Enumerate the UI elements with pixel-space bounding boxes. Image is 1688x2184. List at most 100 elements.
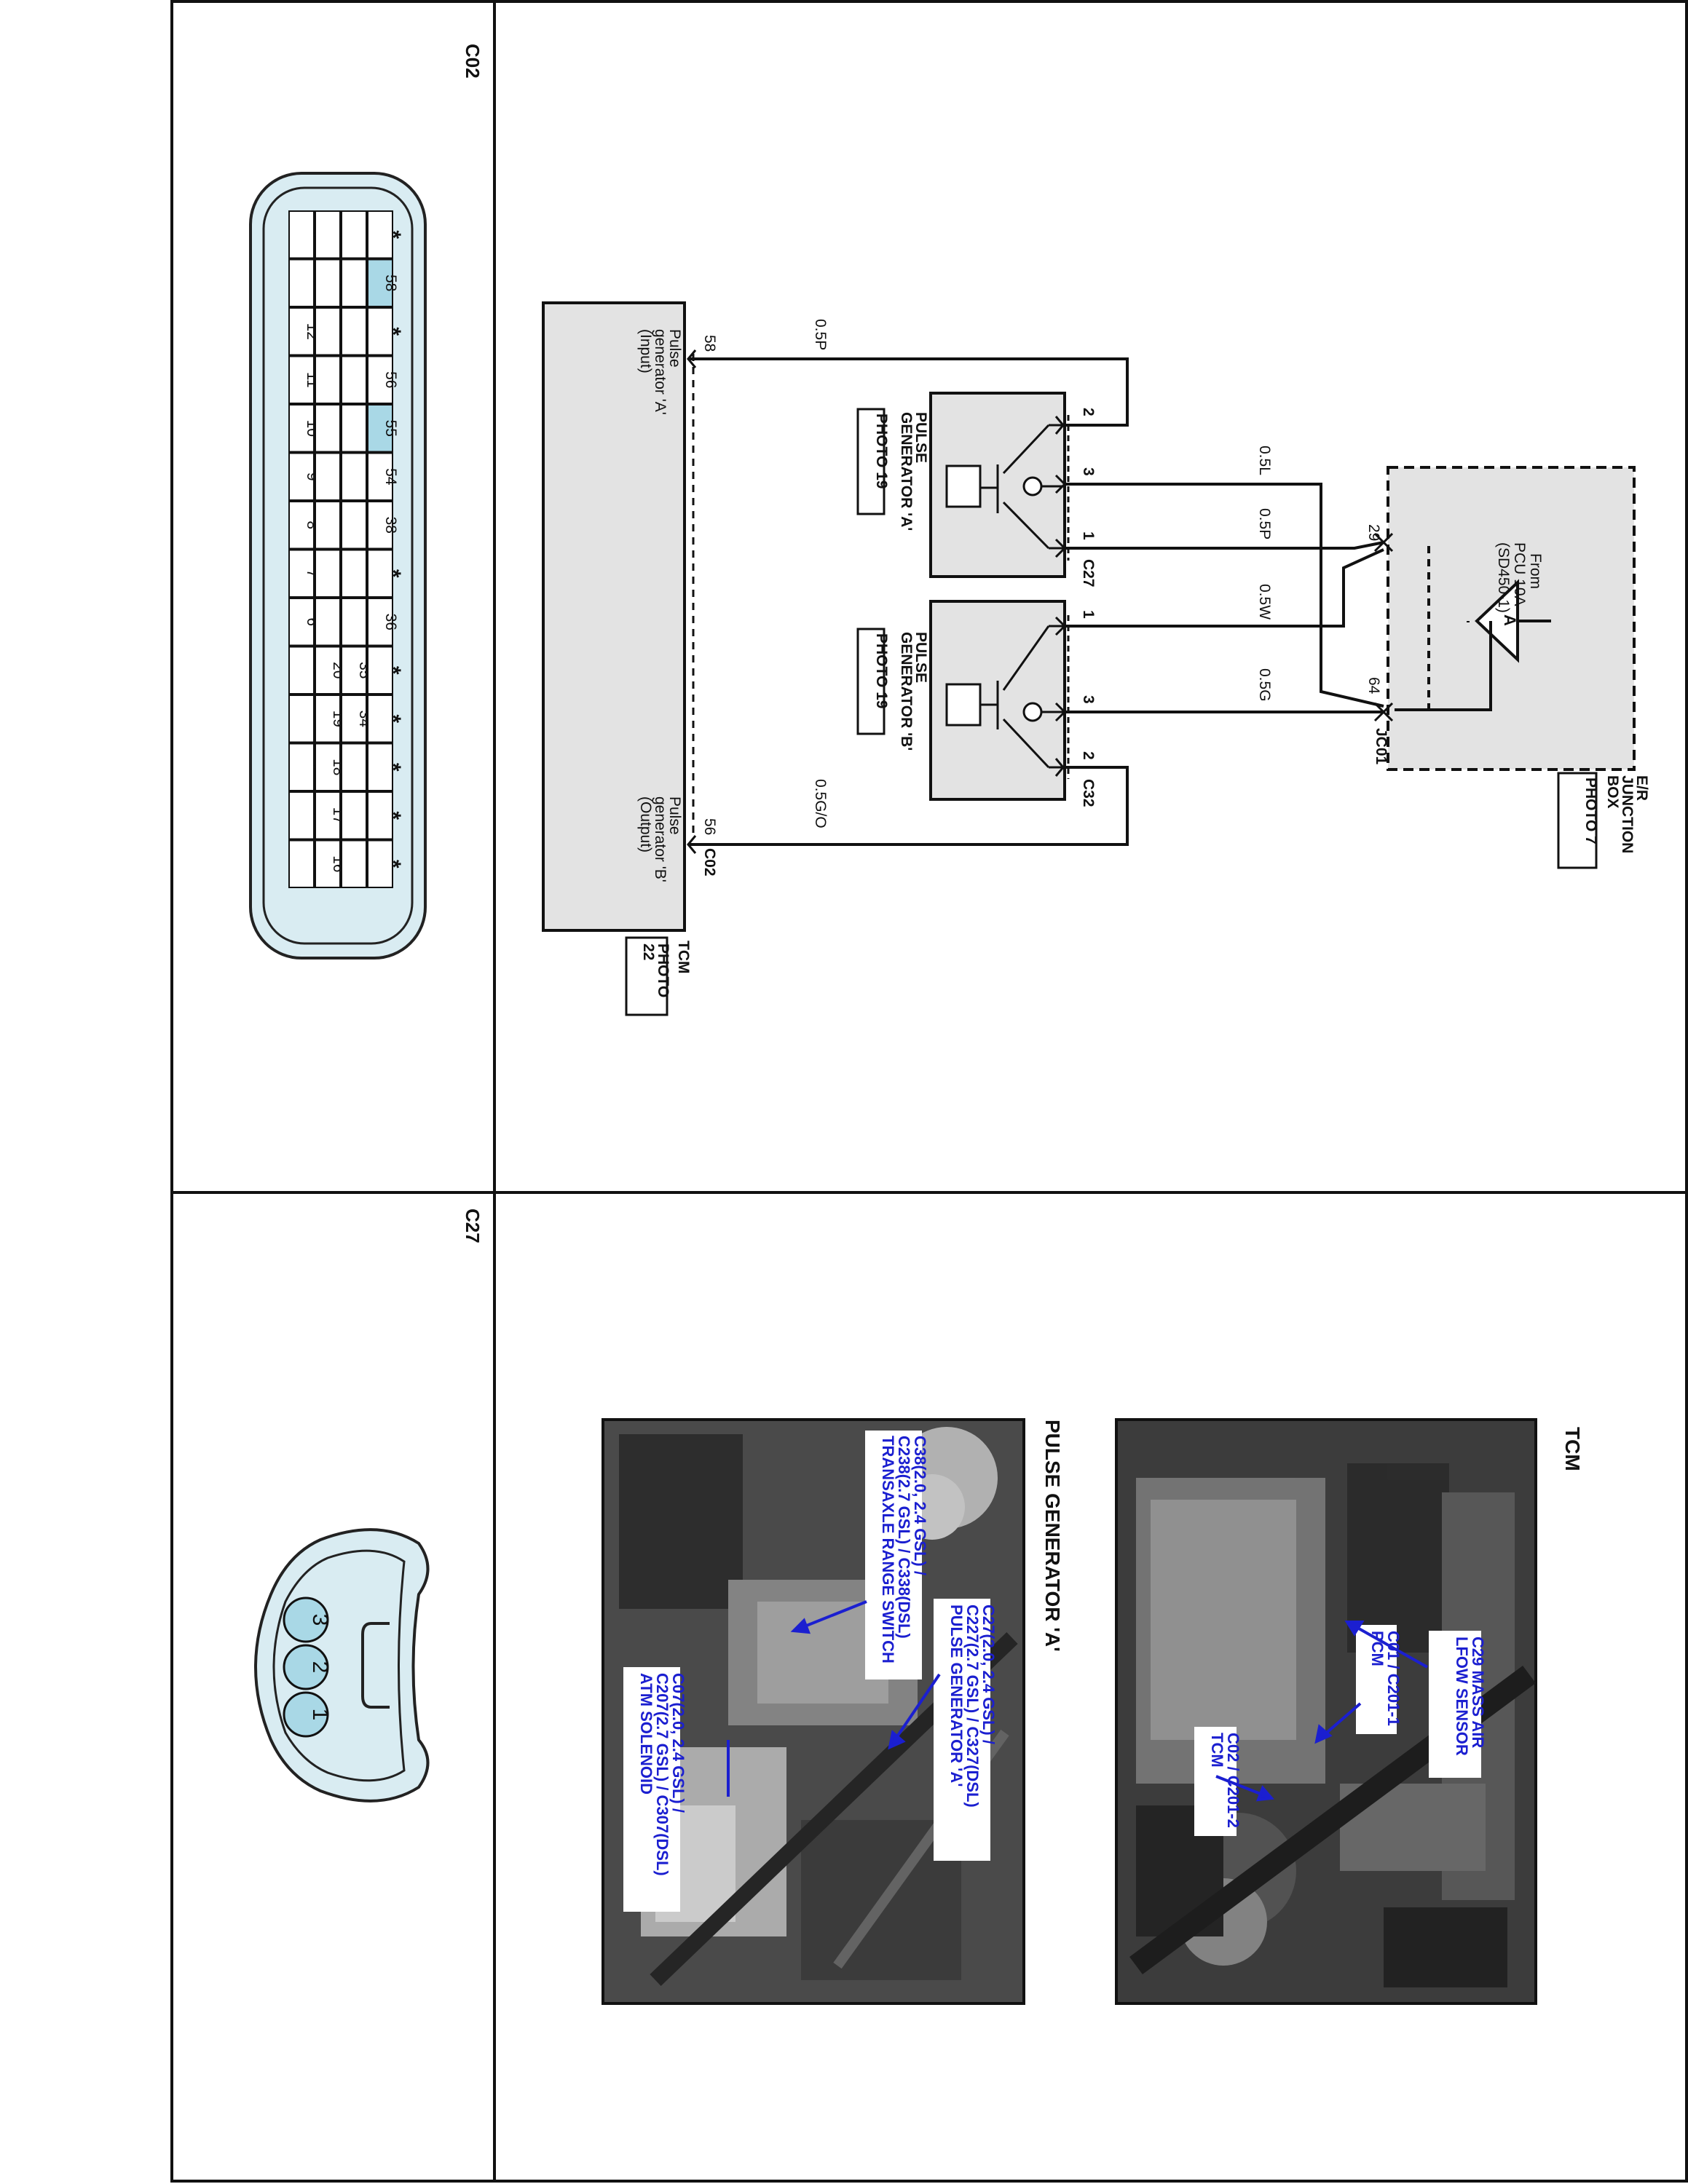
c02-pin-cell — [341, 355, 367, 404]
pgb-pin-1: 1 — [1080, 610, 1097, 619]
wire-tcm58-pga2 — [688, 357, 1129, 427]
c02-pin-cell — [315, 355, 341, 404]
jb-title-3: BOX — [1604, 775, 1621, 809]
c27-connector-shell — [254, 1528, 430, 1803]
c02-pin-cell — [315, 791, 341, 840]
c27-pin-row: 123 — [283, 1597, 332, 1738]
c02-pin-label: 38 — [382, 517, 399, 534]
c02-pin-label: * — [381, 569, 405, 578]
c02-pin-cell — [341, 598, 367, 646]
c02-pin-cell — [288, 646, 315, 695]
c02-pin-cell — [288, 210, 315, 259]
c02-pin-cell — [367, 598, 393, 646]
pga-pin-2: 2 — [1080, 408, 1097, 416]
c02-pin-label: * — [381, 860, 405, 869]
c02-pin-cell — [315, 839, 341, 888]
tcm-label-b-1: Pulse — [666, 796, 683, 835]
pulse-generator-a-transistor — [945, 424, 1065, 550]
c02-pin-cell — [367, 743, 393, 791]
tcm-connector: C02 — [701, 848, 718, 877]
pgb-pin-3: 3 — [1080, 695, 1097, 704]
c02-pin-cell — [315, 210, 341, 259]
wire-label-1: 0.5P — [812, 319, 829, 350]
c02-pin-cell — [367, 839, 393, 888]
c02-pin-label: * — [381, 811, 405, 820]
schematic-labels: E/R JUNCTION BOX PHOTO 7 From PCU 10A (S… — [625, 319, 1650, 1016]
c02-pin-cell — [367, 258, 393, 307]
jb-from-3: (SD450-1) — [1495, 542, 1512, 613]
tcm-photo-1: PHOTO — [655, 943, 671, 997]
wire-label-3: 0.5L — [1256, 446, 1273, 475]
c02-pin-cell — [315, 695, 341, 743]
pga-name-2: GENERATOR 'A' — [898, 412, 915, 531]
pgb-connector: C32 — [1080, 779, 1097, 807]
pulse-generator-photo-panel: PULSE GENERATOR 'A' C27(2.0, 2.4 GSL) / … — [602, 1418, 1064, 2005]
c02-pin-cell — [288, 791, 315, 840]
tcm-pin-56: 56 — [701, 818, 718, 835]
jb-fuse-letter: A — [1501, 614, 1519, 626]
c02-pin-cell — [288, 404, 315, 453]
c02-pin-label: * — [381, 714, 405, 723]
jb-title-1: E/R — [1633, 775, 1650, 801]
c02-pin-cell — [341, 404, 367, 453]
pga-photo: PHOTO 19 — [873, 414, 890, 488]
c27-pin-circle — [283, 1691, 329, 1738]
c02-panel-label: C02 — [462, 44, 484, 79]
c02-pin-label: * — [381, 230, 405, 239]
c02-pin-cell — [288, 452, 315, 501]
c02-pin-cell — [341, 791, 367, 840]
wire-pgb1-jc29 — [1065, 548, 1384, 628]
jb-title-2: JUNCTION — [1619, 775, 1636, 853]
c02-pin-cell — [367, 549, 393, 598]
c02-pin-cell — [288, 258, 315, 307]
c02-pin-cell — [341, 258, 367, 307]
pg-callout-3b: C207(2.7 GSL) / C307(DSL) — [653, 1673, 671, 1876]
wire-pgb2-tcm56 — [688, 766, 1129, 846]
c02-pin-label: 56 — [382, 371, 399, 388]
wire-pga3-jc64 — [1065, 483, 1384, 708]
c02-pin-cell — [341, 646, 367, 695]
c27-pin-circle — [283, 1644, 329, 1690]
schematic — [542, 301, 1636, 932]
pulse-generator-b-transistor — [945, 625, 1065, 769]
c02-pin-cell — [367, 307, 393, 356]
c02-pin-label: 9 — [304, 472, 320, 481]
c02-pin-cell — [367, 646, 393, 695]
c02-pin-cell — [315, 549, 341, 598]
c02-pin-cell — [341, 743, 367, 791]
c27-pin-label: 1 — [308, 1709, 332, 1721]
c02-pin-label: 55 — [382, 420, 399, 437]
c02-pin-cell — [315, 501, 341, 550]
c02-pin-cell — [341, 695, 367, 743]
c02-pin-cell — [315, 404, 341, 453]
sheet-frame — [170, 0, 1688, 2183]
c02-pin-cell — [288, 307, 315, 356]
c02-pin-cell — [341, 452, 367, 501]
c02-pin-label: * — [381, 327, 405, 336]
pga-pin-3: 3 — [1080, 467, 1097, 476]
pg-callout-1b: C227(2.7 GSL) / C327(DSL) — [963, 1605, 982, 1808]
wire-pga1-jc29 — [1065, 541, 1384, 550]
c27-pin-label: 3 — [308, 1614, 332, 1626]
pgb-name-2: GENERATOR 'B' — [898, 632, 915, 751]
wire-label-2: 0.5G/O — [812, 779, 829, 828]
c02-pin-cell — [315, 646, 341, 695]
c02-pin-label: 36 — [382, 614, 399, 630]
tcm-label-a-3: (Input) — [637, 329, 654, 373]
c02-pin-cell — [341, 307, 367, 356]
pga-pin-1: 1 — [1080, 531, 1097, 540]
pgb-photo: PHOTO 19 — [873, 633, 890, 708]
c02-pin-cell — [341, 549, 367, 598]
c27-connector-panel: C27 123 — [254, 1208, 484, 1803]
pga-connector: C27 — [1080, 559, 1097, 587]
pg-photo-title: PULSE GENERATOR 'A' — [1041, 1420, 1064, 1652]
c02-pin-cell — [341, 839, 367, 888]
c02-pin-cell — [288, 549, 315, 598]
c02-pin-cell — [367, 404, 393, 453]
c27-panel-label: C27 — [462, 1208, 484, 1243]
pgb-name-1: PULSE — [912, 632, 929, 683]
tcm-photo-panel: TCM C29 MASS AIR LFOW SENSOR C01 / C201-… — [1115, 1418, 1584, 2005]
c02-pin-cell — [367, 210, 393, 259]
tcm-photo-title: TCM — [1561, 1427, 1584, 1471]
tcm-pin-58: 58 — [701, 335, 718, 352]
